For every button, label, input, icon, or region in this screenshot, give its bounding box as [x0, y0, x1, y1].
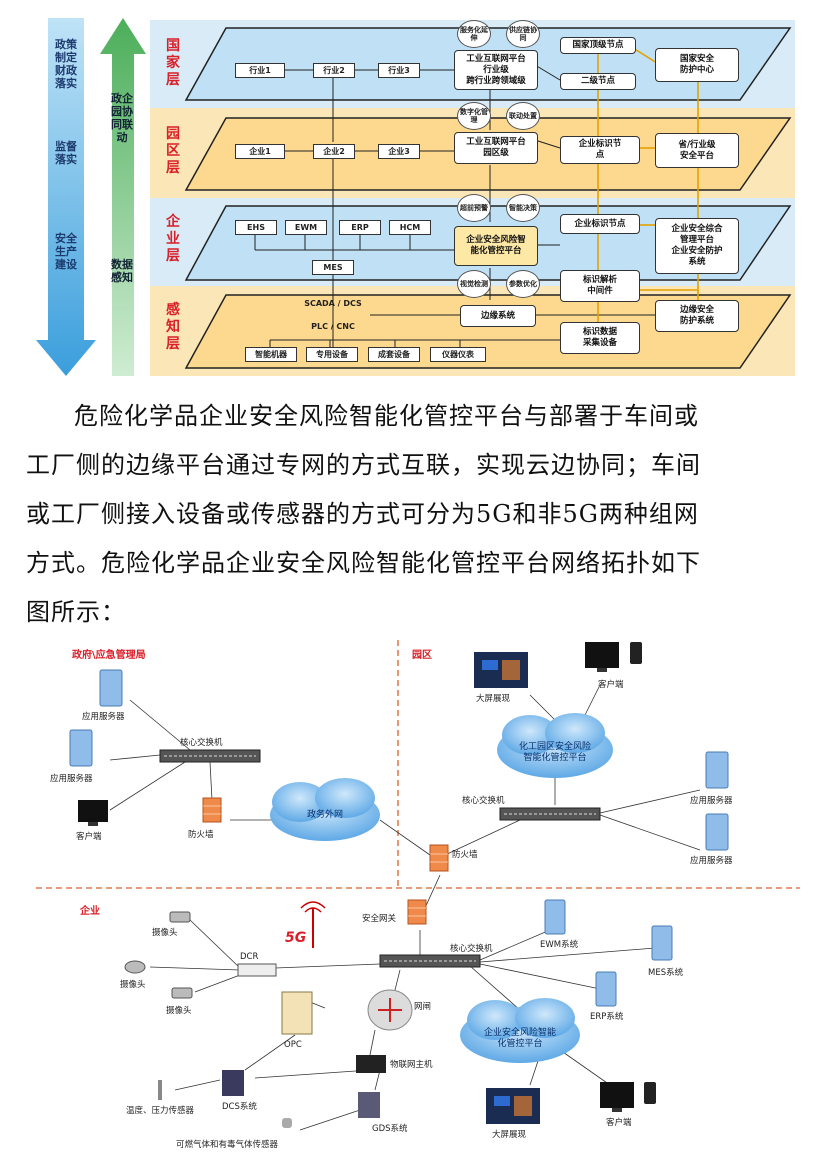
paragraph-line-5: 图所示： [26, 598, 126, 626]
ent-5g: 5G [285, 930, 307, 946]
coordination-arrow-text-1: 政企园协同联动 [111, 92, 133, 144]
ent-title: 企业 [80, 906, 100, 917]
ent-dcr: DCR [240, 952, 259, 962]
policy-arrow-text-1: 政策制定财政落实 [55, 38, 77, 90]
coordination-arrow-text-2: 数据感知 [111, 258, 133, 284]
park-big-screen: 大屏展现 [476, 694, 511, 704]
park-cloud-label: 化工园区安全风险 智能化管控平台 [518, 742, 591, 763]
description-paragraph: 危险化学品企业安全风险智能化管控平台与部署于车间或 工厂侧的边缘平台通过专网的方… [26, 392, 816, 637]
paragraph-line-2: 工厂侧的边缘平台通过专网的方式互联，实现云边协同；车间 [26, 451, 701, 479]
national-security-center: 国家安全 防护中心 [655, 48, 739, 82]
ent-ewm: EWM系统 [540, 940, 579, 950]
gov-core-switch: 核心交换机 [180, 738, 223, 748]
ent-client: 客户端 [606, 1118, 632, 1128]
ent-sensor-temp-pressure: 温度、压力传感器 [126, 1106, 195, 1116]
ent-gds: GDS系统 [372, 1124, 408, 1134]
device-complete-set: 成套设备 [368, 347, 420, 362]
oval-early-warning: 超前预警 [457, 194, 491, 222]
park-core-switch: 核心交换机 [462, 796, 505, 806]
ent-camera-1: 摄像头 [152, 928, 178, 938]
enterprise-3: 企业3 [378, 144, 420, 159]
oval-parameter-optimization: 参数优化 [506, 270, 540, 298]
gov-cloud-label: 政务外网 [306, 810, 343, 820]
park-title: 园区 [412, 650, 432, 661]
coordination-arrow [100, 18, 146, 376]
enterprise-risk-platform: 企业安全风险智 能化管控平台 [454, 226, 538, 266]
industrial-internet-platform-park: 工业互联网平台 园区级 [454, 132, 538, 164]
policy-arrow-text-3: 安全生产建设 [55, 232, 77, 271]
policy-arrow [36, 18, 96, 376]
industry-1: 行业1 [235, 63, 285, 78]
ent-core-switch: 核心交换机 [450, 944, 493, 954]
device-instrument: 仪器仪表 [430, 347, 486, 362]
id-resolution-middleware: 标识解析 中间件 [560, 270, 640, 302]
ent-sensor-gas: 可燃气体和有毒气体传感器 [176, 1140, 279, 1150]
id-data-collection-device: 标识数据 采集设备 [560, 322, 640, 354]
provincial-security-platform: 省/行业级 安全平台 [655, 133, 739, 168]
oval-digital-management: 数字化管理 [457, 102, 491, 130]
national-top-node: 国家顶级节点 [560, 37, 636, 54]
paragraph-line-3: 或工厂侧接入设备或传感器的方式可分为5G和非5G两种组网 [26, 500, 699, 528]
gov-client: 客户端 [76, 832, 102, 842]
second-level-node: 二级节点 [560, 73, 636, 90]
gov-firewall: 防火墙 [188, 830, 214, 840]
ent-gatekeeper: 网闸 [414, 1002, 432, 1012]
edge-security-system: 边缘安全 防护系统 [655, 300, 739, 332]
gov-app-server-1: 应用服务器 [82, 712, 125, 722]
oval-smart-decision: 智能决策 [506, 194, 540, 222]
industrial-internet-platform-national: 工业互联网平台 行业级 跨行业跨领域级 [454, 50, 538, 90]
ent-security-gateway: 安全网关 [362, 914, 397, 924]
oval-service-extension: 服务化延伸 [457, 20, 491, 48]
topology-lines [36, 640, 800, 1131]
park-enterprise-id-node: 企业标识节 点 [560, 136, 640, 164]
park-app-server-1: 应用服务器 [690, 796, 733, 806]
gov-app-server-2: 应用服务器 [50, 774, 93, 784]
system-ewm: EWM [285, 220, 327, 235]
system-ehs: EHS [235, 220, 277, 235]
system-mes: MES [312, 260, 354, 275]
device-special-equipment: 专用设备 [306, 347, 358, 362]
layer-name-park: 园区层 [166, 126, 180, 176]
policy-arrow-text-2: 监督落实 [55, 140, 77, 166]
industry-2: 行业2 [313, 63, 355, 78]
device-smart-machine: 智能机器 [245, 347, 297, 362]
ent-mes: MES系统 [648, 968, 684, 978]
enterprise-2: 企业2 [313, 144, 355, 159]
ent-cloud-label: 企业安全风险智能 化管控平台 [483, 1028, 556, 1049]
enterprise-security-mgmt: 企业安全综合 管理平台 企业安全防护 系统 [655, 218, 739, 274]
system-erp: ERP [339, 220, 381, 235]
enterprise-id-node: 企业标识节点 [560, 214, 640, 234]
ent-opc: OPC [284, 1040, 302, 1050]
industry-3: 行业3 [378, 63, 420, 78]
paragraph-line-4: 方式。危险化学品企业安全风险智能化管控平台网络拓扑如下 [26, 549, 701, 577]
plc-cnc: PLC / CNC [311, 322, 355, 331]
ent-erp: ERP系统 [590, 1012, 624, 1022]
oval-linkage-disposal: 联动处置 [506, 102, 540, 130]
park-firewall: 防火墙 [452, 850, 478, 860]
park-app-server-2: 应用服务器 [690, 856, 733, 866]
network-topology: 政府\应急管理局 应用服务器 应用服务器 客户端 核心交换机 防火墙 政务外网 … [0, 630, 835, 1166]
ent-iot-host: 物联网主机 [390, 1060, 433, 1070]
system-hcm: HCM [389, 220, 431, 235]
layer-name-enterprise: 企业层 [166, 214, 180, 264]
ent-big-screen: 大屏展现 [492, 1130, 527, 1140]
enterprise-1: 企业1 [235, 144, 285, 159]
ent-camera-3: 摄像头 [166, 1006, 192, 1016]
oval-supply-chain: 供应链协同 [506, 20, 540, 48]
ent-dcs: DCS系统 [222, 1102, 257, 1112]
scada-dcs: SCADA / DCS [304, 299, 362, 308]
layer-name-national: 国家层 [166, 38, 180, 88]
gov-title: 政府\应急管理局 [72, 650, 146, 661]
architecture-diagram: 政策制定财政落实 监督落实 安全生产建设 政企园协同联动 数据感知 国家层 园区… [0, 0, 835, 385]
ent-camera-2: 摄像头 [120, 980, 146, 990]
paragraph-line-1: 危险化学品企业安全风险智能化管控平台与部署于车间或 [74, 402, 699, 430]
oval-visual-inspection: 视觉检测 [457, 270, 491, 298]
layer-name-sensing: 感知层 [166, 302, 180, 352]
edge-system: 边缘系统 [460, 305, 536, 327]
park-client: 客户端 [598, 680, 624, 690]
